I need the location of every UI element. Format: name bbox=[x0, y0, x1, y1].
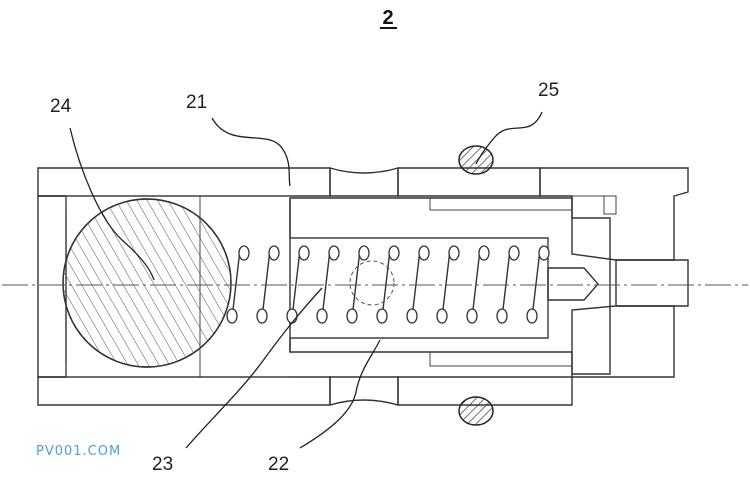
spring-coil-ends bbox=[226, 245, 550, 324]
o-rings bbox=[458, 145, 494, 426]
label-23: 23 bbox=[152, 454, 173, 475]
outlet-bore bbox=[616, 259, 689, 307]
hidden-ball-outline bbox=[349, 260, 395, 306]
leader-23 bbox=[185, 287, 323, 449]
leader-22 bbox=[299, 339, 381, 449]
piston bbox=[289, 197, 611, 375]
housing-left-end bbox=[37, 195, 67, 378]
housing-bottom-wall bbox=[37, 376, 331, 406]
housing bbox=[37, 167, 689, 406]
leader-25 bbox=[475, 111, 543, 165]
leader-21 bbox=[211, 117, 291, 187]
label-25: 25 bbox=[538, 80, 559, 101]
housing-top-groove bbox=[329, 167, 399, 197]
piston-nose bbox=[547, 267, 599, 301]
o-ring-top bbox=[458, 145, 494, 175]
spring-coils bbox=[231, 249, 541, 319]
label-21: 21 bbox=[186, 92, 207, 113]
watermark: PV001.COM bbox=[36, 444, 121, 459]
housing-bottom-groove bbox=[329, 376, 399, 406]
piston-lower-shoulder bbox=[429, 352, 572, 367]
housing-top-wall bbox=[37, 167, 331, 197]
piston-shoulder bbox=[429, 198, 572, 211]
housing-right-end bbox=[539, 167, 689, 378]
o-ring-bottom bbox=[458, 396, 494, 426]
ball bbox=[62, 198, 232, 368]
leader-24 bbox=[69, 127, 155, 281]
label-24: 24 bbox=[50, 96, 72, 117]
spring bbox=[226, 245, 550, 324]
figure-number: 2 bbox=[382, 7, 393, 29]
piston-upper-body bbox=[289, 197, 611, 375]
housing-right-upper-block bbox=[572, 195, 617, 215]
label-22: 22 bbox=[268, 454, 289, 475]
